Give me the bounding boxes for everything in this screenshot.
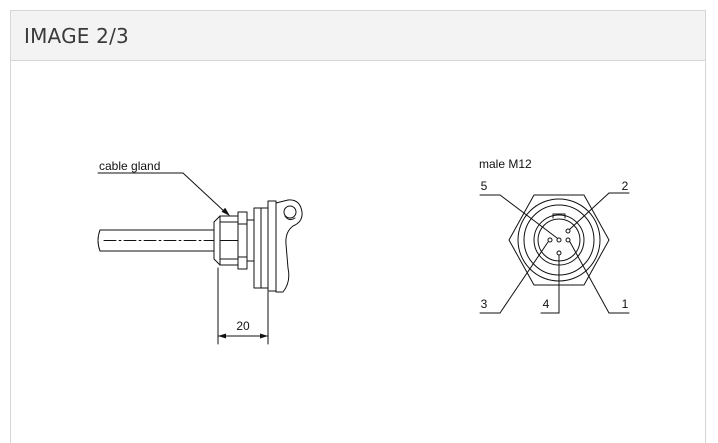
pin-5-contact (556, 237, 562, 243)
dimension-label: 20 (236, 319, 250, 333)
panel-title: IMAGE 2/3 (24, 23, 129, 48)
pin-label-3: 3 (481, 297, 488, 311)
pin-label-1: 1 (622, 297, 629, 311)
cable-gland (213, 211, 255, 270)
panel-header: IMAGE 2/3 (11, 11, 705, 61)
pin-2-contact (565, 228, 571, 234)
callout-arrowhead (221, 207, 230, 216)
pin-label-5: 5 (481, 179, 488, 193)
pin-3-contact (547, 237, 553, 243)
dimension-arrow-right (260, 333, 268, 339)
pin-label-4: 4 (543, 297, 550, 311)
callout-leader (97, 172, 227, 214)
cable-gland-label: cable gland (99, 159, 160, 173)
pin-1-contact (565, 237, 571, 243)
housing (253, 199, 303, 293)
connector-title: male M12 (479, 157, 532, 171)
dimension-20 (217, 267, 269, 345)
image-panel: IMAGE 2/3 (10, 10, 706, 443)
pin-label-2: 2 (622, 179, 629, 193)
dimension-arrow-left (218, 333, 226, 339)
pin-leaders (479, 192, 630, 314)
m12-pins (547, 228, 571, 256)
cable (97, 229, 215, 252)
pin-4-contact (556, 250, 562, 256)
